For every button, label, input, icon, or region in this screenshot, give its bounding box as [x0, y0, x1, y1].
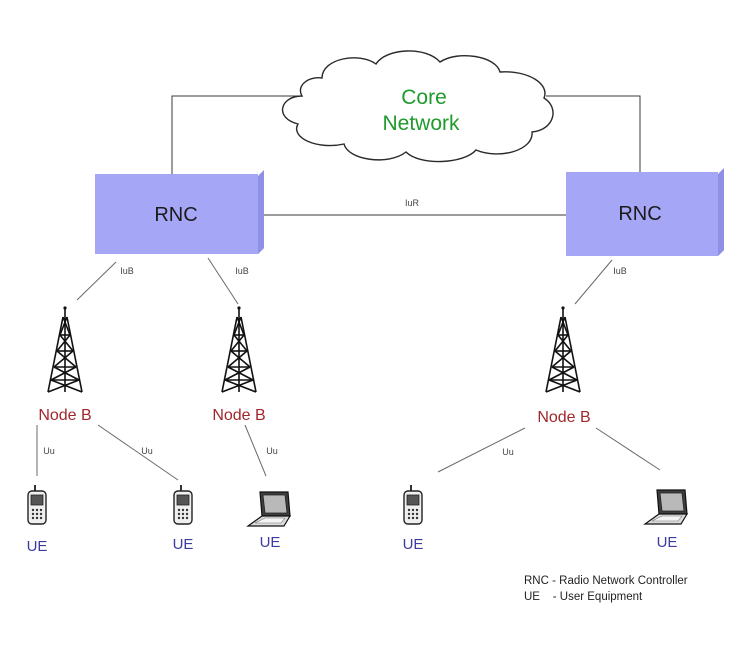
tower-icon-2 [221, 305, 257, 393]
laptop-icon-1 [247, 491, 291, 527]
link-core-rnc-right [546, 95, 641, 172]
legend-ue: UE - User Equipment [524, 591, 643, 603]
link-uu-4 [437, 427, 526, 473]
iur-label: IuR [405, 198, 420, 208]
phone-icon-2 [173, 484, 193, 525]
link-rnc-left-core [171, 95, 300, 174]
iub-label-3: IuB [613, 266, 627, 276]
ue-label-4: UE [403, 536, 424, 553]
legend-rnc: RNC - Radio Network Controller [524, 575, 688, 587]
uu-label-3: Uu [266, 446, 278, 456]
iub-label-1: IuB [120, 266, 134, 276]
rnc-left-label: RNC [154, 204, 197, 226]
ue-label-2: UE [173, 536, 194, 553]
node-b-label-3: Node B [537, 409, 590, 426]
uu-label-2: Uu [141, 446, 153, 456]
link-uu-2 [97, 424, 179, 481]
ue-label-3: UE [260, 534, 281, 551]
ue-label-1: UE [27, 538, 48, 555]
uu-label-1: Uu [43, 446, 55, 456]
uu-label-4: Uu [502, 447, 514, 457]
rnc-right-label: RNC [618, 203, 661, 225]
phone-icon-1 [27, 484, 47, 525]
connections [36, 95, 661, 481]
node-b-label-1: Node B [38, 407, 91, 424]
core-network-cloud: Core Network [281, 50, 554, 163]
tower-icon-1 [47, 305, 83, 393]
phone-icon-3 [403, 484, 423, 525]
node-b-label-2: Node B [212, 407, 265, 424]
link-iub-3 [574, 259, 613, 305]
legend: RNC - Radio Network Controller UE - User… [524, 575, 688, 603]
iub-label-2: IuB [235, 266, 249, 276]
tower-icon-3 [545, 305, 581, 393]
link-uu-5 [595, 427, 661, 471]
core-network-label-line2: Network [382, 112, 460, 135]
rnc-left-box: RNC [95, 170, 264, 254]
link-iub-1 [76, 261, 117, 301]
link-uu-3 [244, 424, 267, 477]
laptop-icon-2 [644, 489, 688, 525]
rnc-right-box: RNC [566, 168, 724, 256]
core-network-label-line1: Core [401, 86, 447, 109]
link-iub-2 [207, 257, 239, 305]
ue-label-5: UE [657, 534, 678, 551]
